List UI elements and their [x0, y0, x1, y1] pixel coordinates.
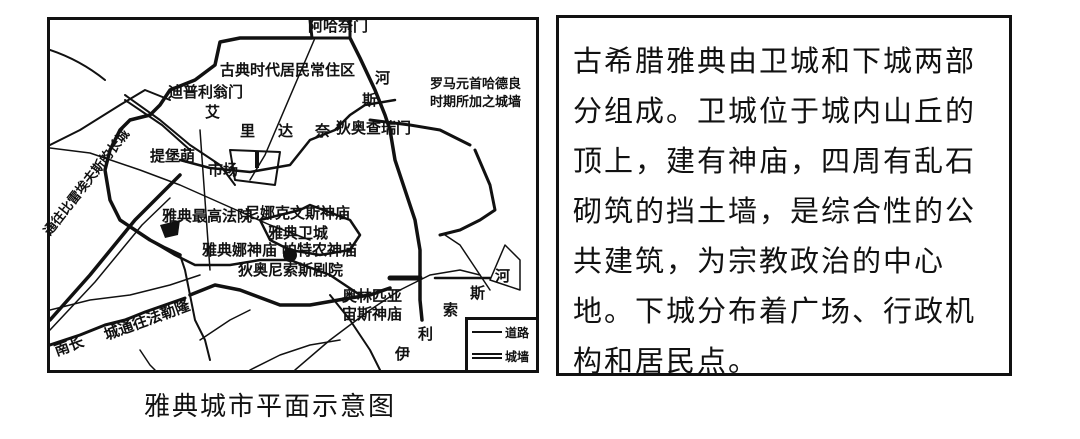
map-lines	[50, 20, 521, 370]
label-ilissos-3: 索	[443, 301, 459, 319]
label-olympieion-1: 奥林匹亚	[342, 287, 403, 305]
label-acropolis: 雅典卫城	[268, 224, 329, 242]
label-dipylon-gate: 迪普利翁门	[168, 83, 244, 101]
map-caption: 雅典城市平面示意图	[143, 392, 396, 422]
label-eridanos-3: 达	[278, 122, 294, 140]
label-ilissos-2: 利	[418, 325, 434, 343]
athens-city-plan-map: 阿哈奈门 古典时代居民常住区 迪普利翁门 艾 里 达 奈 斯 河 罗马元首哈德良…	[41, 17, 539, 373]
description-box: 古希腊雅典由卫城和下城两部分组成。卫城位于城内山丘的顶上，建有神庙，四周有乱石砌…	[556, 15, 1012, 378]
legend-wall-label: 城墙	[505, 349, 530, 364]
legend-wall: 城墙	[468, 344, 536, 368]
legend-road-label: 道路	[505, 325, 530, 340]
label-eridanos-si: 斯	[362, 91, 378, 109]
label-parthenon: 帕特农神庙	[282, 241, 358, 259]
label-acharnian-gate: 阿哈奈门	[308, 17, 369, 35]
road-line-symbol	[472, 331, 502, 333]
label-ilissos-1: 伊	[395, 345, 411, 363]
label-agora: 市场	[208, 161, 239, 179]
label-olympieion-2: 宙斯神庙	[342, 305, 403, 323]
label-eridanos-he: 河	[375, 69, 391, 87]
label-dionysus-theatre: 狄奥尼索斯剧院	[238, 261, 344, 279]
wall-line-symbol	[472, 353, 502, 359]
label-diochares-gate: 狄奥查瑞门	[336, 119, 412, 137]
label-pnyx: 提堡萌	[150, 147, 196, 165]
label-ilissos-5: 河	[495, 267, 511, 285]
label-athena-temple: 雅典娜神庙	[202, 241, 278, 259]
label-areopagus: 雅典最高法院	[162, 207, 253, 225]
map-legend: 道路 城墙	[465, 317, 536, 370]
label-eridanos-4: 奈	[315, 122, 331, 140]
label-eridanos-2: 里	[240, 122, 256, 140]
label-roman-wall-line1: 罗马元首哈德良	[430, 77, 522, 92]
label-nike-temple: 尼娜克文斯神庙	[245, 204, 351, 222]
description-text: 古希腊雅典由卫城和下城两部分组成。卫城位于城内山丘的顶上，建有神庙，四周有乱石砌…	[573, 44, 977, 378]
label-roman-wall-line2: 时期所加之城墙	[430, 95, 522, 110]
label-eridanos-1: 艾	[205, 103, 221, 121]
label-ilissos-4: 斯	[470, 284, 486, 302]
legend-road: 道路	[468, 320, 536, 344]
label-classical-residential: 古典时代居民常住区	[220, 61, 356, 79]
